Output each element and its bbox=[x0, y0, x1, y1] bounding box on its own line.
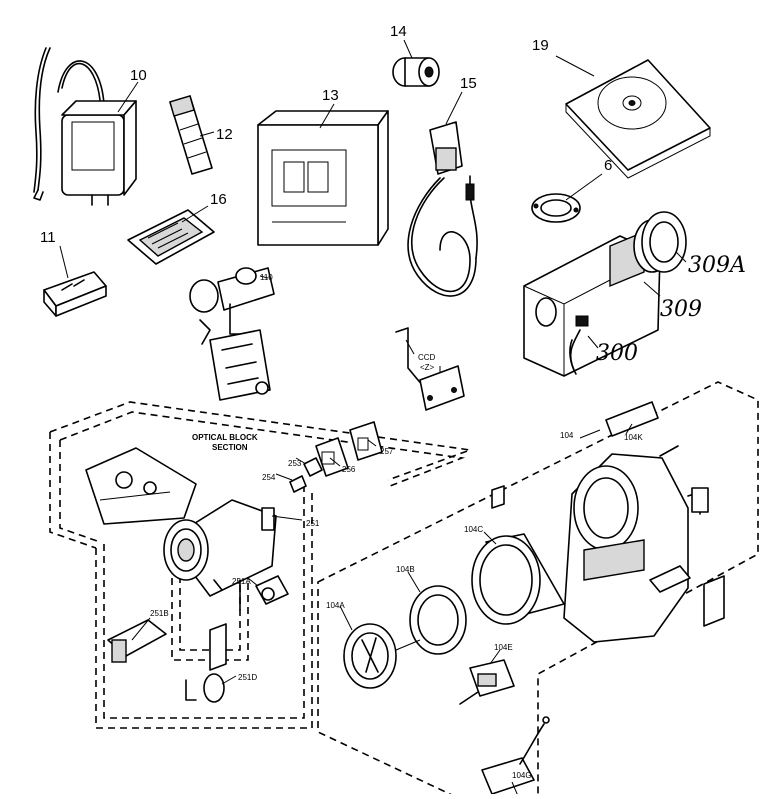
label-ccd: CCD bbox=[418, 353, 436, 362]
label-309: 309 bbox=[660, 297, 702, 322]
label-251d: 251D bbox=[238, 673, 257, 682]
label-104g: 104G bbox=[512, 771, 532, 780]
software-cd-part bbox=[565, 59, 711, 179]
battery-part bbox=[169, 95, 213, 175]
part-labels: 10 12 13 14 15 19 6 16 11 110 309A 309 3… bbox=[40, 23, 746, 780]
handle-assembly-part bbox=[189, 267, 275, 401]
label-optical-block: OPTICAL BLOCK bbox=[192, 433, 258, 442]
label-section: SECTION bbox=[212, 443, 248, 452]
label-251b: 251B bbox=[150, 609, 169, 618]
label-251: 251 bbox=[306, 519, 320, 528]
camera-body-part bbox=[523, 211, 687, 377]
ac-adapter-part bbox=[33, 47, 137, 206]
label-104: 104 bbox=[560, 431, 574, 440]
label-253: 253 bbox=[288, 459, 302, 468]
remote-control-part bbox=[127, 209, 215, 265]
lens-rings-part bbox=[343, 533, 565, 689]
small-covers-part bbox=[459, 659, 550, 795]
optical-block-outline bbox=[49, 401, 471, 729]
label-254: 254 bbox=[262, 473, 276, 482]
label-256: 256 bbox=[342, 465, 356, 474]
leader-lines bbox=[59, 39, 687, 797]
label-11: 11 bbox=[40, 229, 56, 246]
lens-cap-part bbox=[43, 271, 107, 317]
label-110: 110 bbox=[260, 273, 273, 282]
label-16: 16 bbox=[210, 191, 227, 208]
label-12: 12 bbox=[216, 126, 233, 143]
label-15: 15 bbox=[460, 75, 477, 92]
ring-part bbox=[531, 193, 581, 223]
label-13: 13 bbox=[322, 87, 339, 104]
label-104b: 104B bbox=[396, 565, 415, 574]
front-cover-part bbox=[491, 401, 725, 643]
label-104c: 104C bbox=[464, 525, 483, 534]
label-ccd-sub: <Z> bbox=[420, 363, 435, 372]
label-104e: 104E bbox=[494, 643, 513, 652]
ccd-part bbox=[395, 327, 465, 411]
front-cover-outline bbox=[317, 381, 759, 799]
av-cable-part bbox=[407, 121, 478, 297]
label-19: 19 bbox=[532, 37, 549, 54]
instruction-book-part bbox=[257, 110, 389, 246]
label-14: 14 bbox=[390, 23, 407, 40]
label-104k: 104K bbox=[624, 433, 643, 442]
label-257: 257 bbox=[380, 447, 394, 456]
label-104a: 104A bbox=[326, 601, 345, 610]
label-6: 6 bbox=[604, 157, 612, 174]
label-10: 10 bbox=[130, 67, 147, 84]
optical-block-part bbox=[85, 421, 383, 703]
ferrite-core-part bbox=[392, 57, 440, 87]
label-309a: 309A bbox=[688, 253, 746, 278]
label-300: 300 bbox=[596, 341, 638, 366]
label-251a: 251A bbox=[232, 577, 251, 586]
